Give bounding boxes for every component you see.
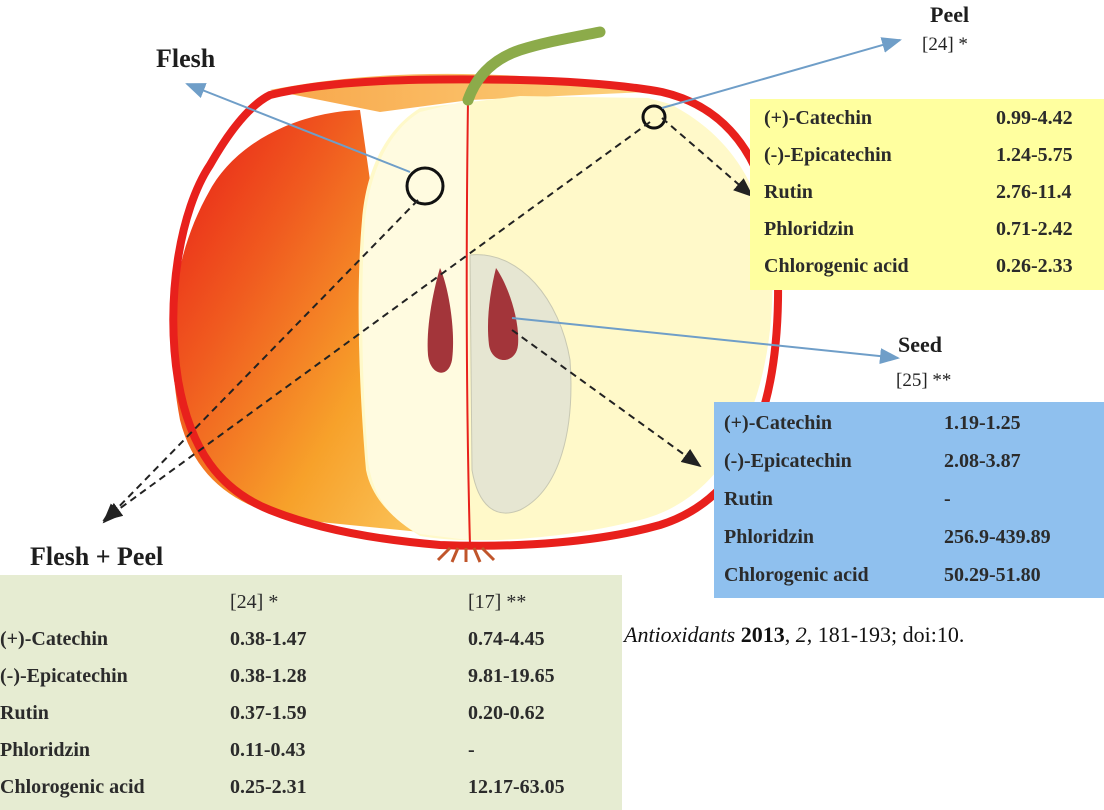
peel-compound-0: (+)-Catechin (764, 107, 872, 130)
flesh-peel-label: Flesh + Peel (30, 542, 163, 572)
fp-v2-4: 12.17-63.05 (468, 776, 565, 799)
peel-ref: [24] * (922, 34, 968, 56)
citation-volume: 2 (796, 622, 807, 647)
citation: Antioxidants 2013, 2, 181-193; doi:10. (624, 622, 964, 648)
seed-value-3: 256.9-439.89 (944, 526, 1051, 549)
seed-table: (+)-Catechin 1.19-1.25 (-)-Epicatechin 2… (714, 402, 1104, 598)
citation-year: 2013 (741, 622, 785, 647)
fp-compound-1: (-)-Epicatechin (0, 665, 128, 688)
peel-table: (+)-Catechin 0.99-4.42 (-)-Epicatechin 1… (750, 99, 1104, 290)
flesh-peel-table: [24] * [17] ** (+)-Catechin 0.38-1.47 0.… (0, 575, 622, 810)
seed-ref: [25] ** (896, 370, 951, 392)
peel-compound-3: Phloridzin (764, 218, 854, 241)
fp-compound-0: (+)-Catechin (0, 628, 108, 651)
seed-compound-2: Rutin (724, 488, 773, 511)
fp-header-2: [17] ** (468, 591, 526, 614)
peel-arrow (662, 40, 900, 108)
seed-compound-0: (+)-Catechin (724, 412, 832, 435)
seed-compound-3: Phloridzin (724, 526, 814, 549)
apple-calyx (438, 548, 494, 562)
fp-v1-0: 0.38-1.47 (230, 628, 307, 651)
fp-v2-0: 0.74-4.45 (468, 628, 545, 651)
peel-compound-1: (-)-Epicatechin (764, 144, 892, 167)
fp-v2-1: 9.81-19.65 (468, 665, 555, 688)
seed-value-4: 50.29-51.80 (944, 564, 1041, 587)
fp-header-1: [24] * (230, 591, 278, 614)
peel-value-0: 0.99-4.42 (996, 107, 1073, 130)
fp-v1-1: 0.38-1.28 (230, 665, 307, 688)
seed-compound-1: (-)-Epicatechin (724, 450, 852, 473)
seed-label: Seed (898, 332, 942, 358)
fp-compound-3: Phloridzin (0, 739, 90, 762)
peel-value-2: 2.76-11.4 (996, 181, 1072, 204)
peel-compound-4: Chlorogenic acid (764, 255, 909, 278)
seed-value-2: - (944, 488, 951, 511)
citation-journal: Antioxidants (624, 622, 735, 647)
seed-value-0: 1.19-1.25 (944, 412, 1021, 435)
fp-v2-3: - (468, 739, 475, 762)
peel-value-1: 1.24-5.75 (996, 144, 1073, 167)
peel-value-3: 0.71-2.42 (996, 218, 1073, 241)
fp-v1-2: 0.37-1.59 (230, 702, 307, 725)
peel-value-4: 0.26-2.33 (996, 255, 1073, 278)
citation-rest: , 181-193; doi:10. (807, 622, 965, 647)
fp-compound-4: Chlorogenic acid (0, 776, 145, 799)
fp-compound-2: Rutin (0, 702, 49, 725)
peel-label: Peel (930, 2, 969, 28)
flesh-label: Flesh (156, 44, 215, 74)
peel-compound-2: Rutin (764, 181, 813, 204)
fp-v1-3: 0.11-0.43 (230, 739, 306, 762)
fp-v1-4: 0.25-2.31 (230, 776, 307, 799)
seed-compound-4: Chlorogenic acid (724, 564, 869, 587)
fp-v2-2: 0.20-0.62 (468, 702, 545, 725)
seed-value-1: 2.08-3.87 (944, 450, 1021, 473)
